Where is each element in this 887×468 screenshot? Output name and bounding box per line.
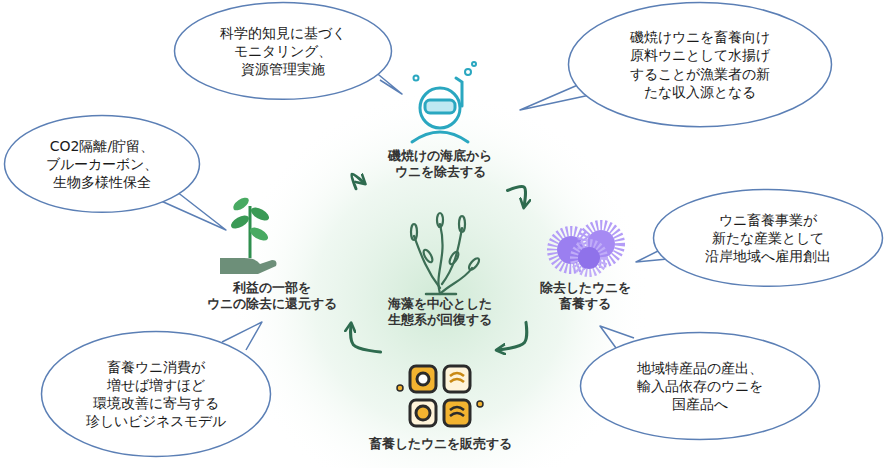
cycle-arrow	[351, 325, 381, 353]
bubble-tails	[150, 66, 678, 350]
bubble-outline	[40, 330, 272, 458]
speech-bubble: ウニ畜養事業が 新たな産業として 沿岸地域へ雇用創出	[652, 188, 884, 288]
bubble-outline	[567, 1, 833, 128]
cycle-step: 磯焼けの海底から ウニを除去する	[370, 66, 510, 187]
step-label: 利益の一部を ウニの除去に還元する	[207, 280, 337, 313]
bubble-text: CO2隔離/貯留、 ブルーカーボン、 生物多様性保全	[46, 137, 158, 192]
cycle-step: 畜養したウニを販売する	[355, 356, 525, 458]
bubble-text: ウニ畜養事業が 新たな産業として 沿岸地域へ雇用創出	[705, 211, 831, 266]
seaweed-icon	[411, 213, 481, 294]
bubble-ellipse	[42, 332, 271, 457]
bubble-ellipse	[5, 116, 200, 213]
bubble-text: 畜養ウニ消費が 増せば増すほど 環境改善に寄与する 珍しいビジネスモデル	[86, 358, 226, 431]
cycle-step: 利益の一部を ウニの除去に還元する	[192, 184, 352, 319]
bubble-ellipse	[175, 3, 392, 100]
cycle-arrow	[352, 174, 364, 189]
cycle-step: 除去したウニを 畜養する	[530, 210, 640, 319]
bubble-text: 地域特産品の産出、 輸入品依存のウニを 国産品へ	[637, 359, 763, 414]
speech-bubble: 畜養ウニ消費が 増せば増すほど 環境改善に寄与する 珍しいビジネスモデル	[40, 330, 272, 458]
step-label: 磯焼けの海底から ウニを除去する	[388, 148, 492, 181]
step-label: 畜養したウニを販売する	[369, 436, 512, 452]
bubble-ellipse	[654, 190, 883, 287]
bubble-ellipse	[581, 333, 820, 440]
cycle-arrow	[498, 322, 527, 350]
speech-bubble: 科学的知見に基づく モニタリング、 資源管理実施	[173, 1, 393, 101]
step-label: 除去したウニを 畜養する	[540, 280, 631, 313]
step-label: 海藻を中心とした 生態系が回復する	[388, 296, 492, 329]
speech-bubble: 地域特産品の産出、 輸入品依存のウニを 国産品へ	[579, 331, 821, 441]
food-icon	[397, 366, 483, 426]
hand-plant-icon	[220, 195, 277, 274]
diver-icon	[412, 62, 476, 142]
cycle-arrow	[508, 187, 526, 207]
cycle-step: 海藻を中心とした 生態系が回復する	[375, 212, 505, 335]
bubble-text: 科学的知見に基づく モニタリング、 資源管理実施	[220, 24, 346, 79]
center-glow	[230, 90, 650, 468]
bubble-text: 磯焼けウニを畜養向け 原料ウニとして水揚げ することが漁業者の新 たな収入源とな…	[630, 28, 770, 101]
speech-bubble: CO2隔離/貯留、 ブルーカーボン、 生物多様性保全	[3, 114, 201, 214]
sea-urchin-icon	[552, 225, 620, 273]
speech-bubble: 磯焼けウニを畜養向け 原料ウニとして水揚げ することが漁業者の新 たな収入源とな…	[567, 1, 833, 128]
bubble-ellipse	[569, 3, 832, 127]
